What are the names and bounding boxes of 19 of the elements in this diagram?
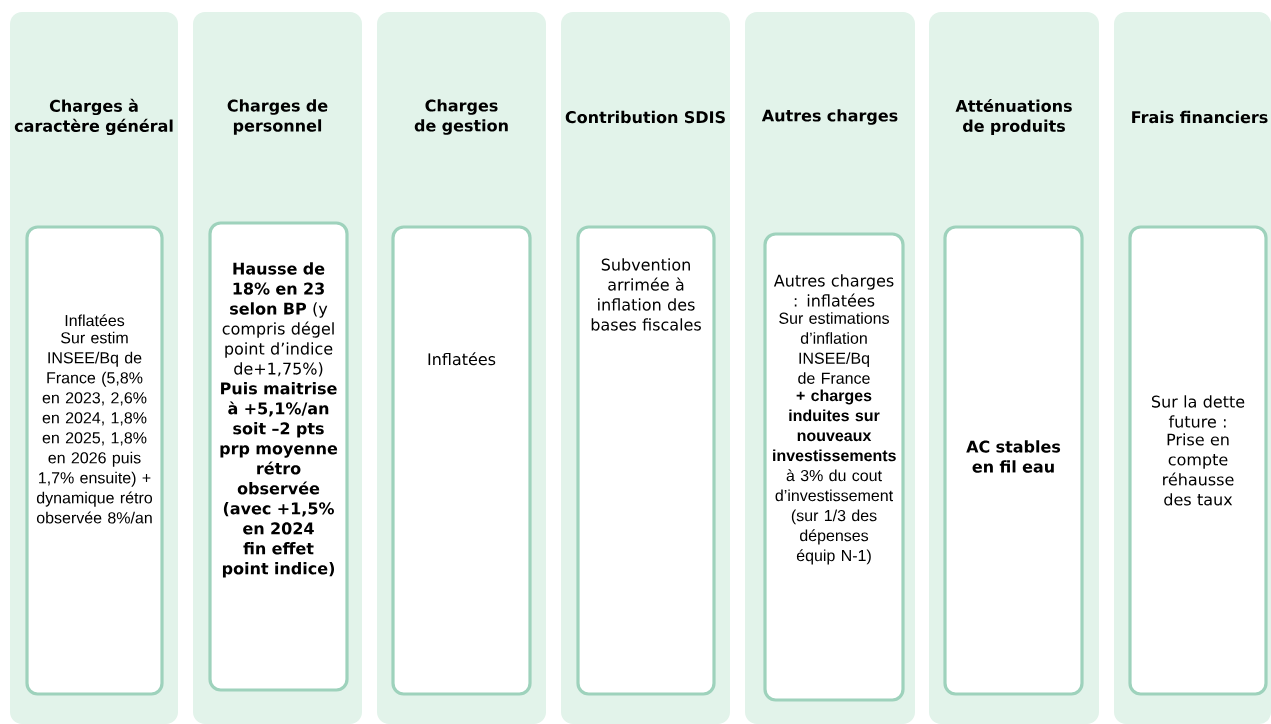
body-text: Sur estimations d’inflation INSEE/Bq de France xyxy=(779,312,889,384)
column-heading: Frais financiers xyxy=(1132,110,1268,124)
body-text: Inflatées xyxy=(65,314,125,327)
column-heading: Contribution SDIS xyxy=(565,110,725,124)
body-text: Inflatées xyxy=(428,352,496,366)
body-text: Autres charges : inflatées xyxy=(773,274,894,307)
body-text: + charges induites sur nouveaux investissements à 3% du cout d’investissement (sur 1/3 des dépenses équip N-1) xyxy=(773,389,896,565)
body-text: Sur estim INSEE/Bq de France (5,8% en 2023, 2,6% en 2024, 1,8% en 2025, 1,8% en 2026 puis 1,7% ensuite) + dynamique rétro observée 8%/an xyxy=(36,331,153,524)
body-text: Subvention arrimée à inflation des bases fiscales xyxy=(591,258,701,331)
column-heading: Charges à caractère général xyxy=(14,98,173,136)
column-heading: Charges de personnel xyxy=(227,99,328,135)
body-text: Hausse de 18% en 23 selon BP (y compris dégel point d’indice de+1,75%) xyxy=(222,262,334,377)
body-text: Puis maitrise à +5,1%/an soit –2 pts prp moyenne rétro observée (avec +1,5% en 2024 fin effet point indice) xyxy=(220,382,338,578)
body-text: Sur la dette future : xyxy=(1151,395,1245,428)
body-text: Prise en compte réhausse des taux xyxy=(1163,433,1234,506)
column-heading: Autres charges xyxy=(761,109,898,125)
body-text: AC stables en fil eau xyxy=(966,440,1061,473)
column-heading: Charges de gestion xyxy=(414,99,508,135)
column-heading: Atténuations de produits xyxy=(955,98,1072,136)
